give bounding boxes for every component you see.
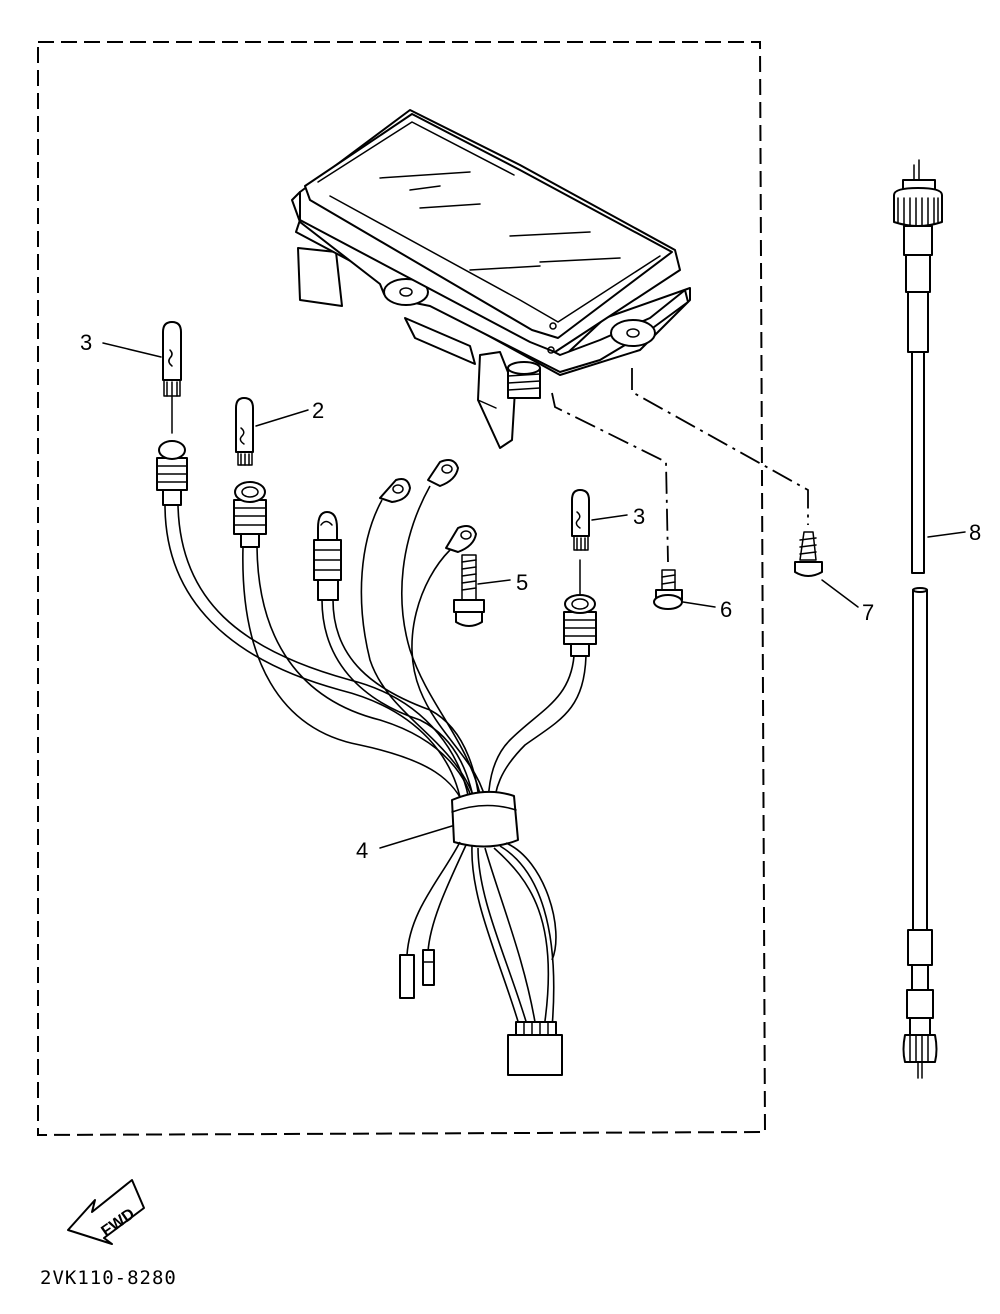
meter-housing bbox=[291, 109, 691, 449]
leader-screw-6 bbox=[551, 392, 669, 563]
socket-bulb-center bbox=[313, 511, 342, 601]
bulb-right bbox=[571, 489, 590, 601]
screw-7 bbox=[794, 531, 823, 577]
callout-3-right: 3 bbox=[633, 504, 645, 529]
callout-5: 5 bbox=[516, 570, 528, 595]
harness-coupler bbox=[507, 1034, 563, 1076]
socket-right bbox=[563, 594, 597, 657]
ring-terminals bbox=[379, 459, 477, 553]
wire-harness bbox=[156, 440, 597, 1076]
socket-2 bbox=[233, 481, 267, 548]
harness-clamp bbox=[451, 790, 519, 848]
callout-6: 6 bbox=[720, 597, 732, 622]
callout-3-left: 3 bbox=[80, 330, 92, 355]
screw-6 bbox=[653, 569, 683, 610]
callout-8: 8 bbox=[969, 520, 981, 545]
screw-5 bbox=[453, 554, 485, 627]
speedometer-cable bbox=[893, 159, 943, 1079]
bulb-left bbox=[162, 321, 182, 434]
callout-4: 4 bbox=[356, 838, 368, 863]
drawing-code: 2VK110-8280 bbox=[40, 1267, 177, 1289]
bulb-2 bbox=[235, 397, 254, 466]
leader-screw-7 bbox=[631, 368, 809, 525]
callout-2: 2 bbox=[312, 398, 324, 423]
leader-lines bbox=[102, 342, 966, 849]
callout-7: 7 bbox=[862, 600, 874, 625]
socket-left bbox=[156, 440, 188, 506]
assembly-boundary bbox=[37, 41, 767, 1137]
fwd-arrow-icon: FWD bbox=[67, 1179, 145, 1245]
